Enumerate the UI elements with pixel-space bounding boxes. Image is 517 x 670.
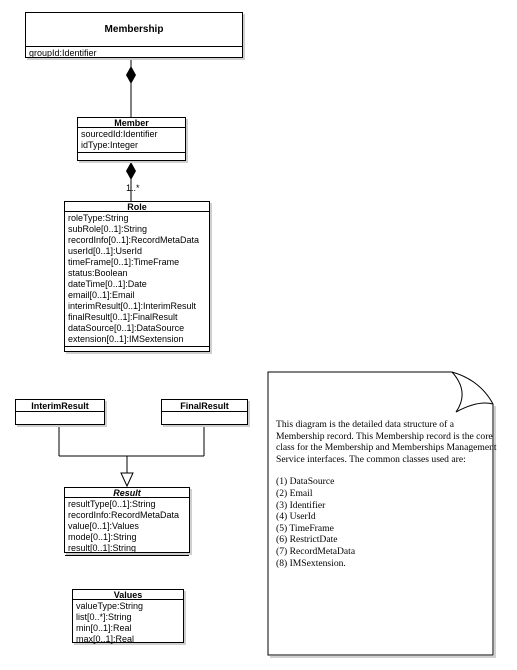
- class-values-name: Values: [73, 590, 183, 600]
- class-role-operations: [65, 347, 209, 353]
- list-item: (1) DataSource: [276, 476, 335, 488]
- list-item: (4) UserId: [276, 511, 316, 523]
- attribute: groupId:Identifier: [29, 48, 97, 58]
- attribute: dateTime[0..1]:Date: [68, 279, 147, 289]
- composition-diamond-membership: [126, 66, 136, 84]
- attribute: idType:Integer: [81, 140, 139, 150]
- note-fold-icon: [451, 371, 494, 413]
- class-values-attributes: valueType:String list[0..*]:String min[0…: [73, 600, 183, 646]
- attribute: min[0..1]:Real: [76, 623, 132, 633]
- attribute: extension[0..1]:IMSextension: [68, 334, 184, 344]
- multiplicity-label: 1..*: [126, 183, 140, 193]
- attribute: value[0..1]:Values: [68, 521, 139, 531]
- class-result-name: Result: [65, 488, 189, 498]
- class-role[interactable]: Role roleType:String subRole[0..1]:Strin…: [64, 201, 210, 352]
- note-class-list: (1) DataSource (2) Email (3) Identifier …: [276, 476, 498, 569]
- list-item: (5) TimeFrame: [276, 522, 334, 534]
- attribute: valueType:String: [76, 601, 144, 611]
- class-membership[interactable]: Membership groupId:Identifier: [25, 12, 243, 58]
- attribute: interimResult[0..1]:InterimResult: [68, 301, 197, 311]
- class-member-name: Member: [78, 118, 185, 128]
- attribute: finalResult[0..1]:FinalResult: [68, 312, 178, 322]
- attribute: sourcedId:Identifier: [81, 129, 158, 139]
- list-item: (6) RestrictDate: [276, 534, 338, 546]
- attribute: timeFrame[0..1]:TimeFrame: [68, 257, 180, 267]
- note-shadow: [270, 406, 496, 658]
- attribute: list[0..*]:String: [76, 612, 132, 622]
- class-result[interactable]: Result resultType[0..1]:String recordInf…: [64, 487, 190, 556]
- attribute: recordInfo:RecordMetaData: [68, 510, 180, 520]
- attribute: result[0..1]:String: [68, 543, 137, 553]
- class-values[interactable]: Values valueType:String list[0..*]:Strin…: [72, 589, 184, 646]
- attribute: email[0..1]:Email: [68, 290, 135, 300]
- class-member-operations: [78, 153, 185, 159]
- attribute: roleType:String: [68, 213, 129, 223]
- note-paragraph: This diagram is the detailed data struct…: [276, 419, 497, 465]
- class-interim-result[interactable]: InterimResult: [15, 399, 105, 425]
- attribute: userId[0..1]:UserId: [68, 246, 143, 256]
- attribute: status:Boolean: [68, 268, 128, 278]
- class-member[interactable]: Member sourcedId:Identifier idType:Integ…: [77, 117, 186, 161]
- class-interim-result-name: InterimResult: [16, 400, 104, 412]
- attribute: resultType[0..1]:String: [68, 499, 156, 509]
- list-item: (8) IMSextension.: [276, 557, 346, 569]
- attribute: max[0..1]:Real: [76, 634, 135, 644]
- note: This diagram is the detailed data struct…: [276, 419, 498, 569]
- attribute: recordInfo[0..1]:RecordMetaData: [68, 235, 200, 245]
- class-membership-attributes: groupId:Identifier: [26, 47, 242, 60]
- class-result-attributes: resultType[0..1]:String recordInfo:Recor…: [65, 498, 189, 556]
- attribute: dataSource[0..1]:DataSource: [68, 323, 185, 333]
- list-item: (7) RecordMetaData: [276, 545, 356, 557]
- composition-diamond-member: [126, 162, 136, 180]
- list-item: (2) Email: [276, 487, 313, 499]
- attribute: mode[0..1]:String: [68, 532, 137, 542]
- class-role-attributes: roleType:String subRole[0..1]:String rec…: [65, 212, 209, 347]
- attribute: subRole[0..1]:String: [68, 224, 148, 234]
- note-outline: [267, 371, 494, 656]
- class-role-name: Role: [65, 202, 209, 212]
- class-final-result-name: FinalResult: [162, 400, 247, 412]
- list-item: (3) Identifier: [276, 499, 326, 511]
- class-membership-name: Membership: [26, 13, 242, 47]
- generalization-triangle: [120, 472, 134, 488]
- class-member-attributes: sourcedId:Identifier idType:Integer: [78, 128, 185, 153]
- class-final-result[interactable]: FinalResult: [161, 399, 248, 425]
